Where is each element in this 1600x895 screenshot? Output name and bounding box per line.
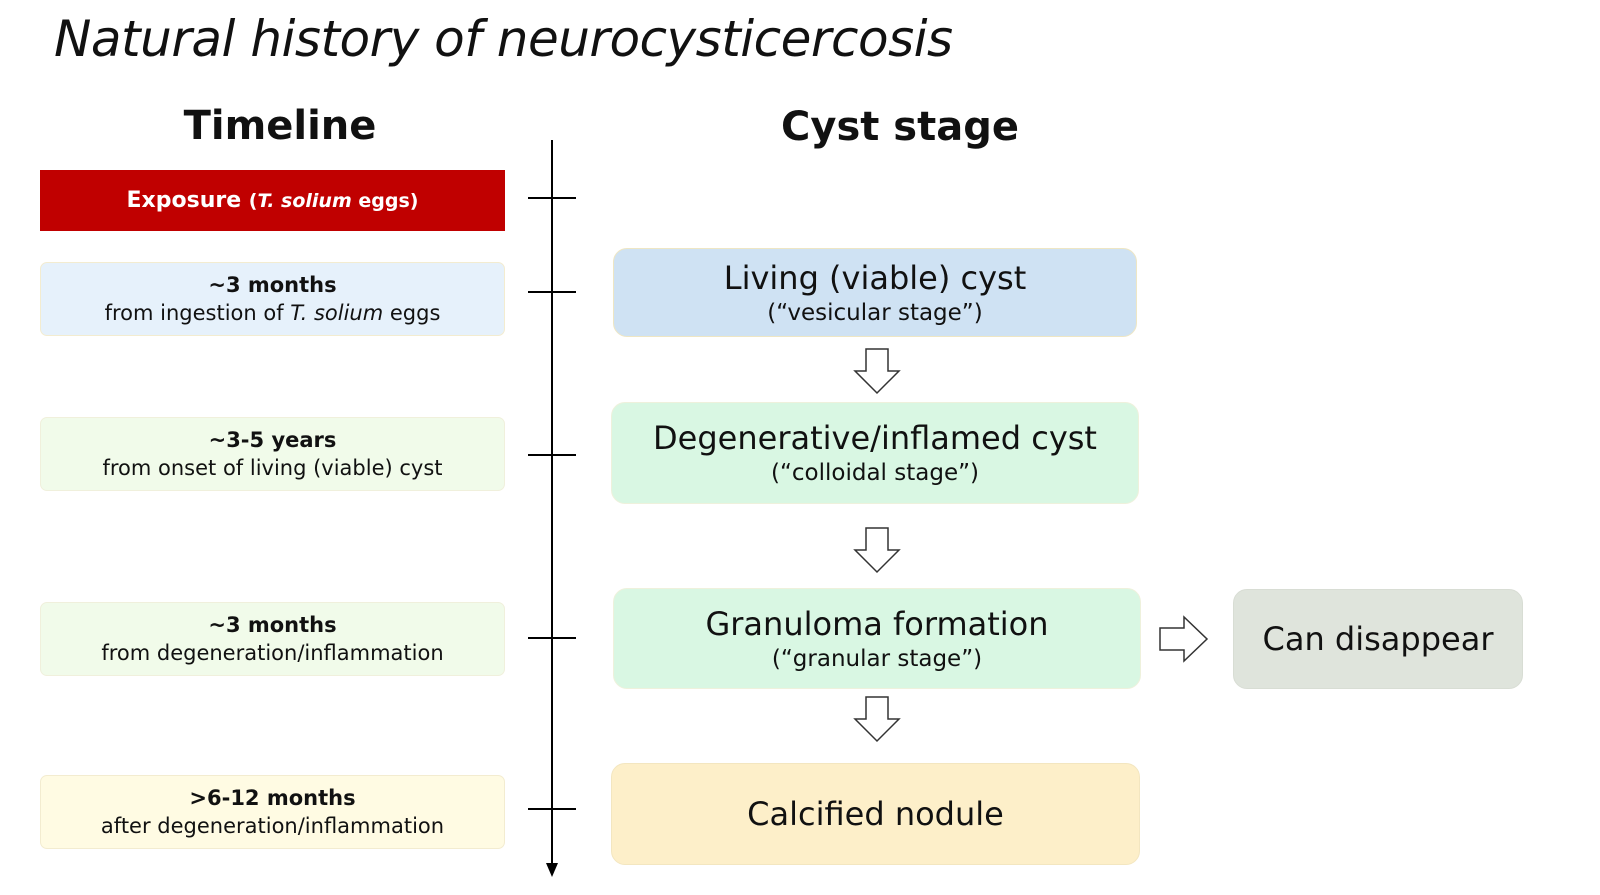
timeline-description: from onset of living (viable) cyst <box>102 456 443 480</box>
timeline-duration: ~3-5 years <box>208 428 337 452</box>
stage-subtitle: (“granular stage”) <box>771 645 983 672</box>
stage-subtitle: (“colloidal stage”) <box>771 460 979 486</box>
timeline-duration: >6-12 months <box>189 786 356 810</box>
arrow-right-icon <box>1159 615 1209 663</box>
page-title: Natural history of neurocysticercosis <box>54 10 953 68</box>
exposure-box: Exposure (T. solium eggs) <box>40 170 505 231</box>
timeline-description: after degeneration/inflammation <box>100 814 445 838</box>
timeline-box-1: ~3 months from ingestion of T. solium eg… <box>40 262 505 336</box>
timeline-duration: ~3 months <box>208 613 337 637</box>
stage-degenerative-cyst: Degenerative/inflamed cyst (“colloidal s… <box>611 402 1139 504</box>
stage-name: Degenerative/inflamed cyst <box>653 419 1097 457</box>
exposure-label: Exposure <box>126 188 242 213</box>
timeline-box-3: ~3 months from degeneration/inflammation <box>40 602 505 676</box>
timeline-axis <box>528 140 576 877</box>
timeline-heading: Timeline <box>183 103 377 149</box>
stage-granuloma: Granuloma formation (“granular stage”) <box>613 588 1141 689</box>
stage-name: Calcified nodule <box>747 795 1004 833</box>
arrow-down-icon <box>853 696 901 743</box>
stage-name: Granuloma formation <box>705 604 1049 643</box>
timeline-description: from ingestion of T. solium eggs <box>104 301 441 325</box>
timeline-box-4: >6-12 months after degeneration/inflamma… <box>40 775 505 849</box>
outcome-label: Can disappear <box>1262 620 1494 658</box>
stage-subtitle: (“vesicular stage”) <box>767 299 983 326</box>
stage-name: Living (viable) cyst <box>723 258 1027 297</box>
exposure-species: T. solium <box>257 189 352 212</box>
axis-arrowhead <box>546 863 558 877</box>
timeline-duration: ~3 months <box>208 273 337 297</box>
timeline-description: from degeneration/inflammation <box>101 641 444 665</box>
cyst-stage-heading: Cyst stage <box>781 104 1019 150</box>
arrow-down-icon <box>853 348 901 395</box>
arrow-down-icon <box>853 527 901 574</box>
exposure-detail: (T. solium eggs) <box>248 189 419 212</box>
stage-calcified-nodule: Calcified nodule <box>611 763 1140 865</box>
timeline-box-2: ~3-5 years from onset of living (viable)… <box>40 417 505 491</box>
stage-living-cyst: Living (viable) cyst (“vesicular stage”) <box>613 248 1137 337</box>
outcome-can-disappear: Can disappear <box>1233 589 1523 689</box>
